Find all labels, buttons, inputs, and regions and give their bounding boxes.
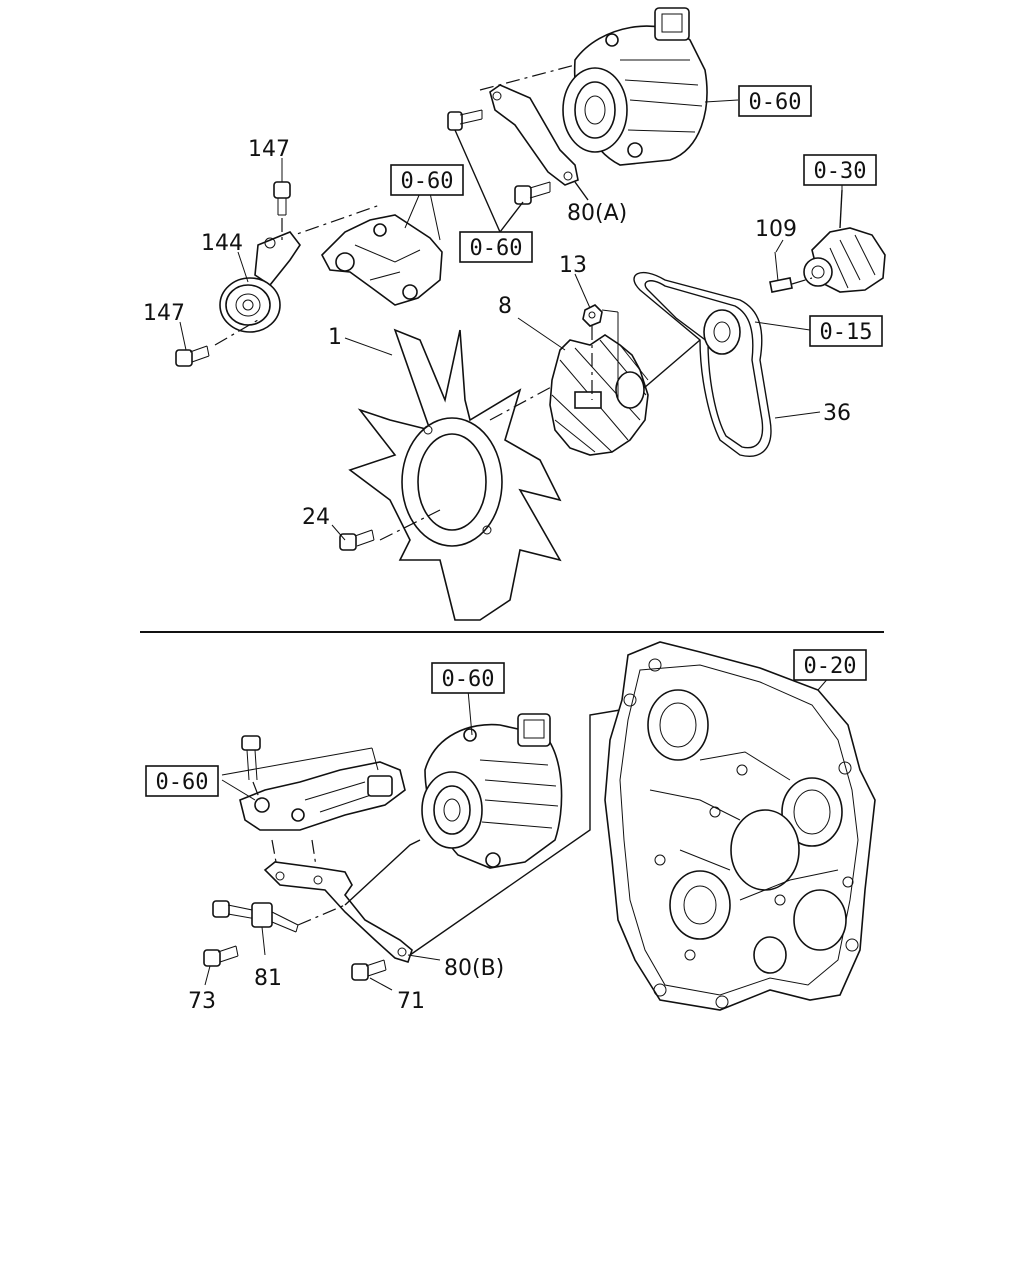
ref-box-water-pump [803,154,877,186]
callout-81: 81 [254,966,282,991]
bracket-80a [489,84,589,201]
ref-bracket-top: 0-60 [401,169,454,194]
callout-109: 109 [755,217,797,242]
callout-147-upper: 147 [248,137,290,162]
nut-13 [582,304,619,400]
water-pump [803,189,886,293]
ref-box-alternator-bottom [431,662,505,694]
fan-1 [348,328,621,621]
bolt-80a-lower [514,181,551,205]
bolt-109 [769,251,813,293]
adjusting-bolt-81 [212,900,346,956]
callout-13: 13 [559,253,587,278]
bolt-bracket-upper [241,735,261,801]
callout-1: 1 [328,325,342,350]
alternator-bottom [421,713,563,869]
bolt-147-lower [175,345,210,367]
bolt-24 [339,529,375,551]
bolt-80a-upper [447,109,483,131]
ref-water-pump: 0-30 [814,159,867,184]
alternator-top [479,7,708,166]
callout-147-lower: 147 [143,301,185,326]
ref-box-bolts-top [459,231,533,263]
bolt-71 [351,959,393,991]
ref-box-alternator-top [738,85,812,117]
ref-alternator-bottom: 0-60 [442,667,495,692]
ref-bracket-bottom: 0-60 [156,770,209,795]
callout-36: 36 [823,401,851,426]
callout-80a: 80(A) [567,201,627,226]
belt-36 [633,271,821,457]
bolt-147-upper [273,181,291,240]
callout-24: 24 [302,505,330,530]
fan-clutch-8 [549,334,701,456]
bottom-section [203,641,876,1011]
callout-144: 144 [201,231,243,256]
bolt-73 [203,945,239,986]
callout-8: 8 [498,294,512,319]
idler-pulley-144 [214,231,301,346]
ref-box-bracket-top [390,164,464,196]
ref-belt: 0-15 [820,320,873,345]
callout-73: 73 [188,989,216,1014]
bracket-80b [263,839,441,963]
ref-timing-cover: 0-20 [804,654,857,679]
callout-80b: 80(B) [444,956,504,981]
ref-box-bracket-bottom [145,765,219,797]
ref-bolts-top: 0-60 [470,236,523,261]
bracket-bottom-upper [221,747,406,831]
callout-71: 71 [397,989,425,1014]
ref-alternator-top: 0-60 [749,90,802,115]
tensioner-bracket [279,204,443,306]
top-section [175,7,886,621]
timing-cover [604,641,876,1011]
ref-box-belt [809,315,883,347]
ref-box-timing-cover [793,649,867,681]
